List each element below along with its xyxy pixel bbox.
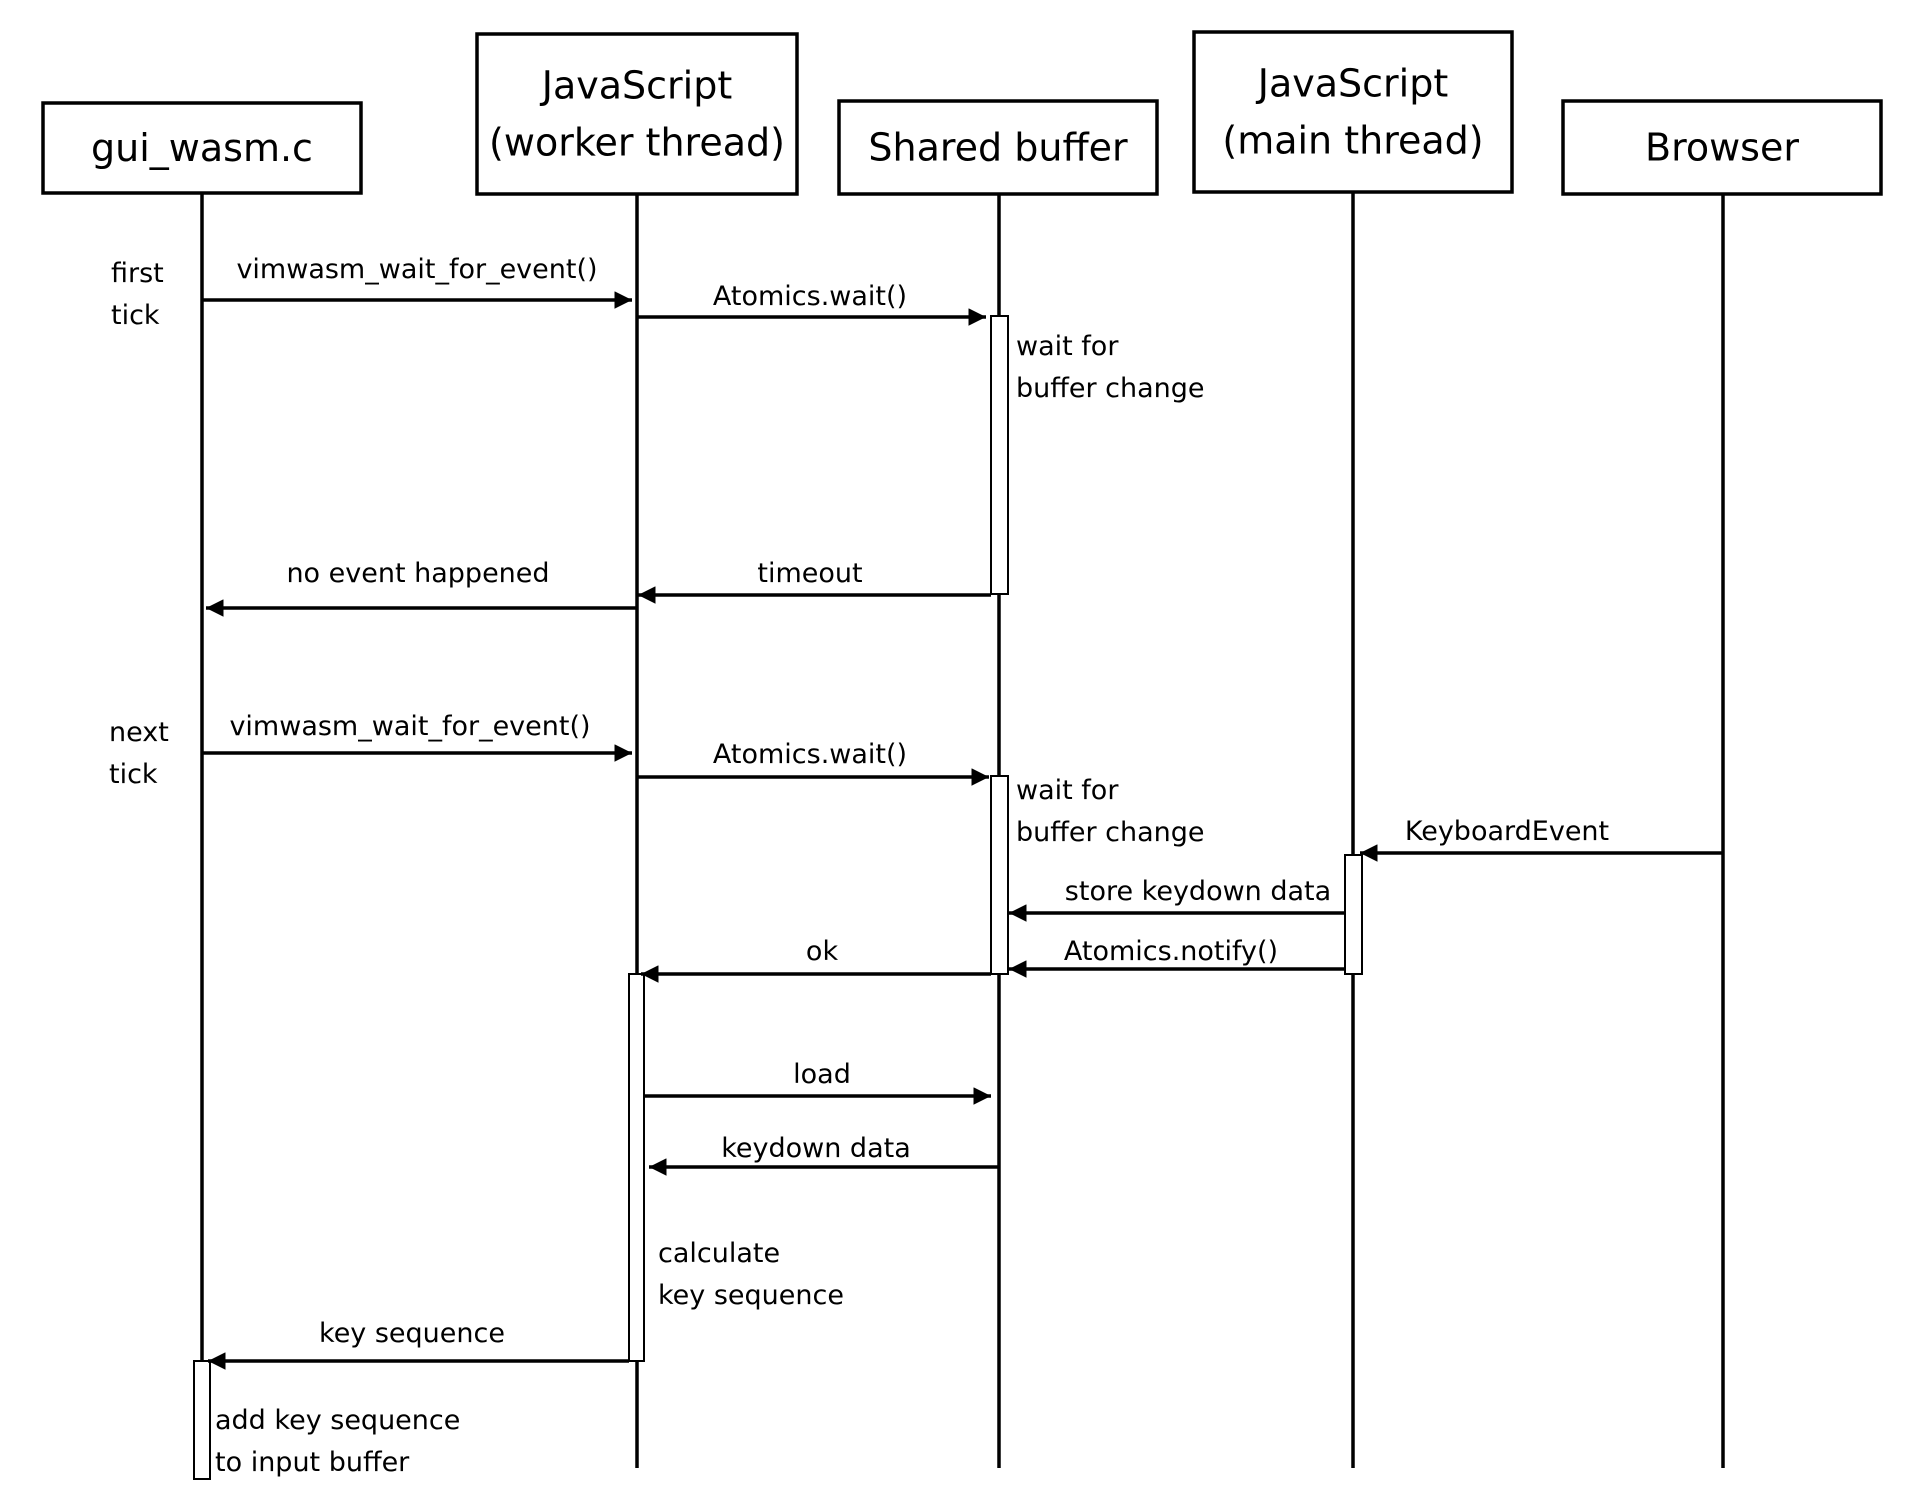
message-8: store keydown data	[1009, 876, 1345, 922]
actor-label: gui_wasm.c	[91, 126, 313, 170]
note-line: to input buffer	[215, 1447, 410, 1478]
actor-box	[1561, 99, 1883, 196]
actor-box	[475, 32, 799, 196]
message-1: vimwasm_wait_for_event()	[202, 254, 632, 309]
message-10: ok	[641, 936, 991, 983]
actor-box	[837, 99, 1159, 196]
message-4: no event happened	[206, 558, 637, 617]
actor-box	[41, 101, 363, 195]
actor-main: JavaScript (main thread)	[1192, 30, 1514, 194]
message-label: KeyboardEvent	[1405, 816, 1609, 847]
actor-label: Shared buffer	[868, 126, 1128, 170]
message-13: key sequence	[208, 1318, 629, 1370]
note-2: wait for buffer change	[1016, 331, 1205, 404]
message-7: KeyboardEvent	[1360, 816, 1723, 862]
message-5: vimwasm_wait_for_event()	[202, 711, 632, 762]
message-label: timeout	[757, 558, 862, 589]
message-11: load	[644, 1059, 991, 1105]
message-label: key sequence	[319, 1318, 505, 1349]
message-label: vimwasm_wait_for_event()	[229, 711, 590, 742]
actor-browser: Browser	[1561, 99, 1883, 196]
message-2: Atomics.wait()	[637, 281, 986, 326]
message-label: vimwasm_wait_for_event()	[236, 254, 597, 285]
actor-label: JavaScript	[540, 64, 732, 108]
actor-gui: gui_wasm.c	[41, 101, 363, 195]
note-line: key sequence	[658, 1280, 844, 1311]
message-label: store keydown data	[1065, 876, 1331, 907]
message-9: Atomics.notify()	[1009, 936, 1345, 978]
message-label: Atomics.notify()	[1064, 936, 1278, 967]
message-label: keydown data	[721, 1133, 911, 1164]
note-line: wait for	[1016, 775, 1119, 806]
activation-main	[1344, 854, 1363, 975]
note-1: first tick	[111, 258, 164, 331]
actor-label: (worker thread)	[489, 121, 785, 165]
message-label: Atomics.wait()	[713, 281, 907, 312]
message-6: Atomics.wait()	[637, 739, 989, 786]
actor-box	[1192, 30, 1514, 194]
activation-gui	[193, 1360, 211, 1480]
actor-worker: JavaScript (worker thread)	[475, 32, 799, 196]
note-line: buffer change	[1016, 817, 1205, 848]
message-12: keydown data	[649, 1133, 999, 1176]
note-line: add key sequence	[215, 1405, 460, 1436]
actor-label: JavaScript	[1256, 62, 1448, 106]
message-label: load	[793, 1059, 851, 1090]
message-label: no event happened	[286, 558, 549, 589]
note-4: wait for buffer change	[1016, 775, 1205, 848]
message-label: ok	[806, 936, 839, 967]
note-line: next	[109, 717, 169, 748]
actor-label: (main thread)	[1222, 119, 1483, 163]
note-line: calculate	[658, 1238, 780, 1269]
note-line: tick	[111, 300, 160, 331]
activation-shared-first	[990, 315, 1009, 595]
message-3: timeout	[638, 558, 991, 604]
activation-worker	[628, 973, 645, 1362]
activation-shared-next	[990, 775, 1009, 975]
note-line: buffer change	[1016, 373, 1205, 404]
note-5: calculate key sequence	[658, 1238, 844, 1311]
actor-shared: Shared buffer	[837, 99, 1159, 196]
note-6: add key sequence to input buffer	[215, 1405, 460, 1478]
actor-label: Browser	[1645, 126, 1799, 170]
message-label: Atomics.wait()	[713, 739, 907, 770]
note-line: wait for	[1016, 331, 1119, 362]
note-line: tick	[109, 759, 158, 790]
note-line: first	[111, 258, 164, 289]
note-3: next tick	[109, 717, 169, 790]
